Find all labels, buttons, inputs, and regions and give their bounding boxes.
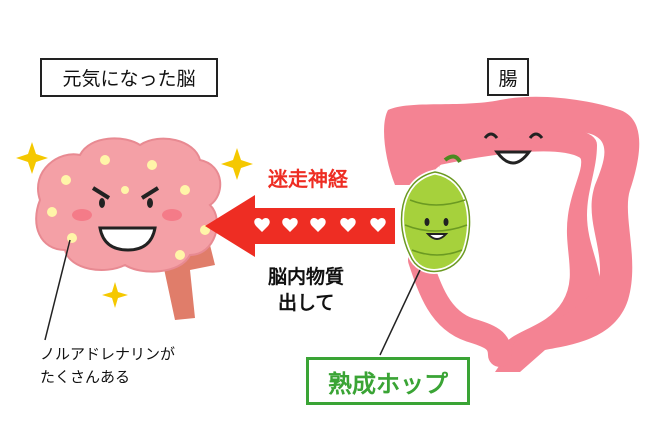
- gut-title-label: 腸: [487, 58, 529, 96]
- intestine-illustration: [383, 96, 640, 373]
- brain-substance-label-2: 出して: [278, 292, 335, 314]
- brain-illustration: [35, 137, 222, 320]
- sparkle-icons: [16, 142, 253, 308]
- brain-substance-label-1: 脳内物質: [268, 266, 345, 288]
- intestine-face: [483, 132, 544, 165]
- vagus-nerve-label: 迷走神経: [268, 167, 348, 191]
- heart-icons: [254, 217, 386, 232]
- pointer-line: [379, 269, 421, 356]
- aged-hop-label: 熟成ホップ: [306, 357, 470, 405]
- noradrenaline-label-1: ノルアドレナリンが: [40, 345, 176, 363]
- noradrenaline-label-2: たくさんある: [40, 368, 131, 386]
- hop-illustration: [399, 154, 473, 274]
- brain-title-label: 元気になった脳: [40, 58, 218, 97]
- vagus-arrow: [205, 195, 395, 257]
- pointer-line: [44, 239, 71, 341]
